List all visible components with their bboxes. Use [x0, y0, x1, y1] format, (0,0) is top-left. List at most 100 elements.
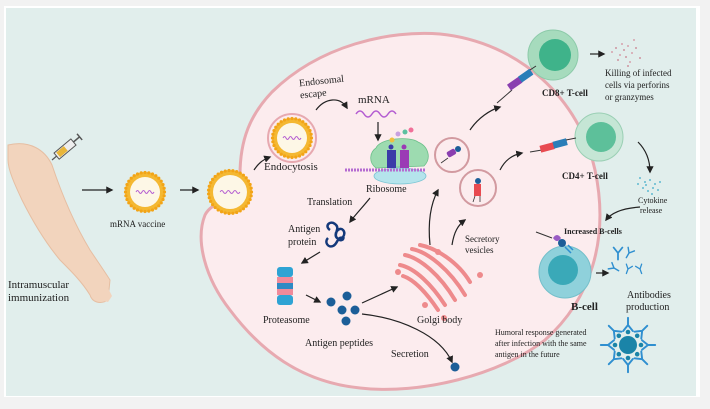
arrow-endosomal-escape [315, 99, 348, 111]
cytokine-dot [652, 187, 654, 189]
arrow-vesicle1-to-cd8 [469, 105, 502, 131]
arrow-peptides-to-golgi [361, 286, 399, 304]
antibody [625, 246, 636, 259]
label-killing-3: or granzymes [605, 92, 654, 102]
label-mrna: mRNA [358, 94, 390, 106]
arrow-cd4-to-cytokine [637, 141, 654, 174]
label-humoral-3: antigen in the future [495, 350, 560, 359]
arrow-golgi-to-vesicle-2 [451, 219, 467, 246]
arrow-to-peptides [305, 294, 322, 303]
perforin-dot [621, 43, 623, 45]
antibody [607, 261, 620, 272]
cd8-tcell [527, 29, 579, 81]
mhc2-vesicle [459, 169, 497, 207]
label-killing-1: Killing of infected [605, 68, 672, 78]
arrow-to-proteasome [300, 251, 321, 264]
cytokine-dot [657, 189, 659, 191]
cytokine-dot [654, 183, 656, 185]
label-production: production [626, 302, 670, 313]
memory-antigen-antibody-complex [599, 316, 657, 374]
secreted-peptide [450, 362, 460, 372]
label-protein: protein [288, 237, 317, 248]
perforin-dot [617, 59, 619, 61]
arrow-golgi-to-vesicle-1 [428, 188, 439, 246]
cytokine-dots [637, 177, 661, 195]
antibody [612, 246, 624, 261]
label-secretion: Secretion [391, 349, 429, 360]
antibody [607, 350, 623, 366]
cytokine-dot [649, 179, 651, 181]
perforin-dot [631, 52, 633, 54]
antibody [633, 350, 649, 366]
label-ribosome: Ribosome [366, 184, 407, 195]
cytokine-dot [644, 181, 646, 183]
antibody [625, 263, 634, 275]
label-antibodies: Antibodies [627, 290, 671, 301]
arrow-secretion [361, 313, 453, 364]
perforin-dot [611, 51, 613, 53]
golgi-vesicles-dots [395, 249, 483, 321]
label-immunization: immunization [8, 292, 70, 304]
antigen-protein-icon [325, 221, 346, 248]
label-cd4-tcell: CD4+ T-cell [562, 171, 608, 181]
perforin-dot [627, 65, 629, 67]
antibody [607, 324, 623, 340]
proteasome-icon [277, 267, 293, 305]
perforin-dot [635, 47, 637, 49]
golgi-body-icon [398, 243, 472, 312]
arm-illustration [7, 143, 112, 303]
perforin-dot [629, 61, 631, 63]
endosome-lnp [267, 113, 317, 163]
perforin-dot [615, 47, 617, 49]
cytokine-dot [659, 181, 661, 183]
mrna-strand [355, 110, 397, 118]
antibody [622, 358, 634, 374]
cytokine-dot [637, 183, 639, 185]
cytokine-dot [645, 184, 647, 186]
antigen-peptides-icon [326, 291, 360, 326]
label-vesicles: vesicles [465, 245, 494, 255]
label-cytokine: Cytokine [638, 196, 668, 205]
label-killing-2: cells via perforins [605, 80, 670, 90]
perforin-dot [627, 45, 629, 47]
label-bcell: B-cell [571, 301, 598, 313]
label-increased-bcells: Increased B-cells [564, 227, 622, 236]
bcr-antigen-complex [535, 231, 574, 254]
antibody [622, 316, 634, 332]
cd4-tcell [574, 112, 624, 162]
label-mrna-vaccine: mRNA vaccine [110, 219, 166, 229]
label-golgi-body: Golgi body [417, 315, 463, 326]
arrow-vesicle2-to-cd4 [499, 150, 524, 171]
label-endocytosis: Endocytosis [264, 161, 318, 173]
antibodies-icon [607, 246, 643, 275]
cytokine-dot [647, 190, 649, 192]
cytokine-dot [642, 187, 644, 189]
label-intramuscular: Intramuscular [8, 279, 70, 291]
arrow-translation [349, 197, 371, 224]
antibody [633, 324, 649, 340]
perforin-dot [619, 54, 621, 56]
mhc1-vesicle [434, 137, 470, 173]
cd4-tcr-mhc2-complex [529, 137, 577, 153]
label-humoral-1: Humoral response generated [495, 328, 587, 337]
label-antigen-peptides: Antigen peptides [305, 338, 374, 349]
mrna-vaccine-lnp [123, 170, 167, 214]
label-release: release [640, 206, 663, 215]
perforin-dot [625, 56, 627, 58]
perforin-dot [639, 57, 641, 59]
antibody [599, 339, 615, 351]
syringe-icon [51, 133, 83, 161]
perforin-dot [623, 49, 625, 51]
cd8-tcr-mhc1-complex [496, 65, 537, 104]
arrow-to-endocytosis [253, 155, 272, 171]
bcell [538, 245, 592, 299]
perforin-granzyme-dots [611, 39, 641, 67]
cytokine-dot [639, 177, 641, 179]
label-translation: Translation [307, 197, 353, 208]
antibody [641, 339, 657, 351]
cytokine-dot [651, 193, 653, 195]
label-secretory: Secretory [465, 234, 500, 244]
antibody [634, 263, 643, 275]
perforin-dot [633, 39, 635, 41]
